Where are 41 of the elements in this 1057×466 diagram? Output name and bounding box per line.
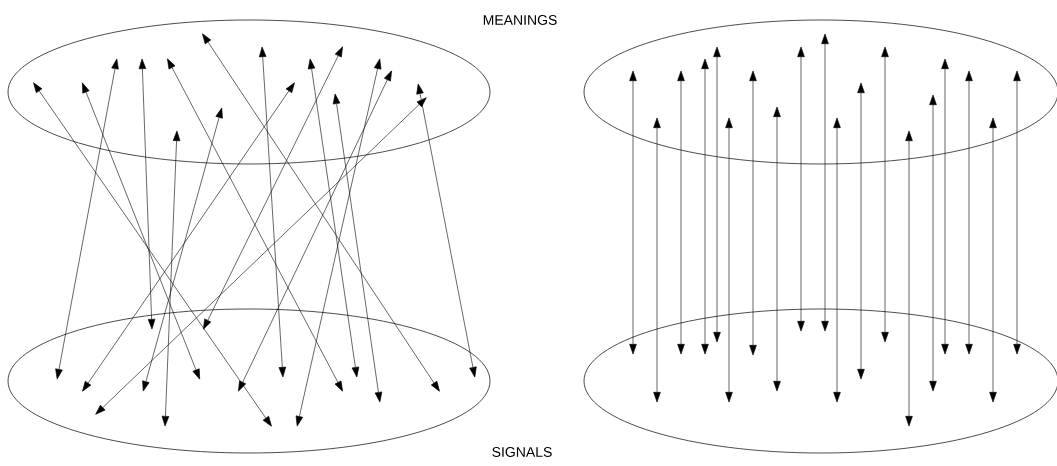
- arrow: [653, 117, 661, 403]
- arrow: [821, 33, 829, 332]
- arrow: [881, 46, 889, 343]
- arrow: [941, 58, 949, 355]
- heading-label: MEANINGS: [483, 15, 557, 25]
- ellipse-region: [583, 308, 1057, 454]
- arrow: [929, 94, 937, 392]
- ellipse-region: [7, 308, 491, 454]
- ellipse-region: [583, 19, 1057, 165]
- arrow: [677, 70, 685, 355]
- arrow: [161, 130, 181, 427]
- arrow: [797, 46, 805, 332]
- arrow: [1013, 70, 1021, 355]
- heading-label: SIGNALS: [492, 447, 552, 457]
- arrow: [142, 107, 223, 392]
- arrow: [307, 58, 360, 378]
- arrow: [258, 46, 287, 378]
- arrow: [55, 58, 119, 380]
- arrow: [295, 58, 382, 427]
- arrow: [713, 46, 721, 343]
- arrow: [203, 46, 343, 330]
- arrow: [82, 82, 295, 392]
- arrow: [773, 106, 781, 392]
- arrow: [629, 70, 637, 355]
- arrow: [725, 117, 733, 403]
- arrow: [857, 82, 865, 380]
- arrow: [332, 93, 383, 403]
- arrow: [95, 97, 427, 415]
- arrow: [416, 83, 477, 378]
- arrow: [167, 58, 343, 392]
- arrow: [833, 117, 841, 403]
- arrow: [749, 70, 757, 356]
- arrow: [202, 33, 440, 392]
- arrow: [905, 130, 913, 427]
- arrow: [33, 82, 272, 427]
- arrow: [238, 70, 392, 392]
- arrow: [965, 70, 973, 355]
- arrow: [989, 117, 997, 403]
- arrow: [701, 58, 709, 355]
- arrow: [82, 82, 200, 380]
- arrow: [138, 58, 156, 330]
